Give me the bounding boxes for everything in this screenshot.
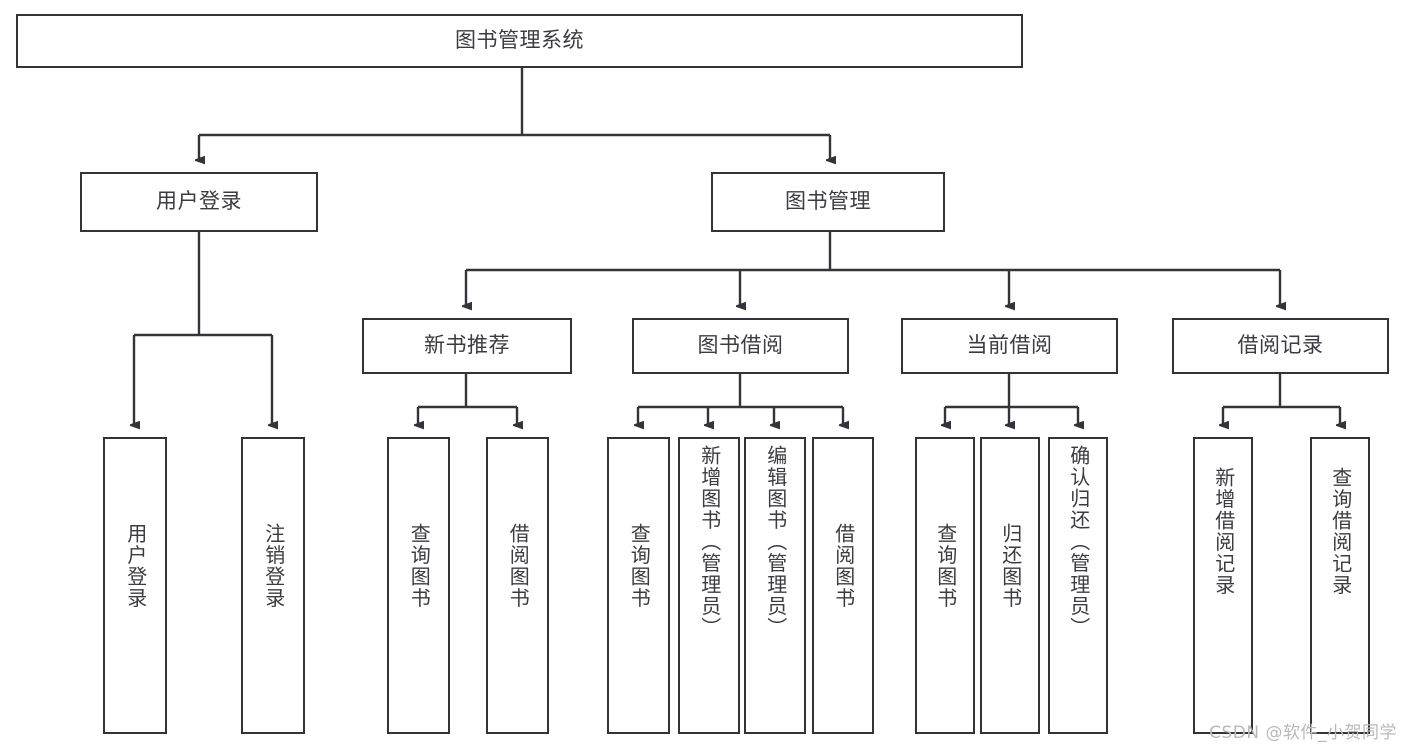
watermark: CSDN @软件_小贺同学: [1209, 723, 1397, 743]
leaf-add-book-admin[interactable]: 新增图书（管理员）: [678, 437, 740, 734]
leaf-query-book-current-label: 查询图书: [933, 523, 958, 609]
node-book-borrow-label: 图书借阅: [697, 333, 784, 358]
leaf-borrow-book-label: 借阅图书: [831, 523, 856, 609]
leaf-query-book-current[interactable]: 查询图书: [915, 437, 975, 734]
node-book-borrow[interactable]: 图书借阅: [632, 318, 849, 374]
leaf-edit-book-admin[interactable]: 编辑图书（管理员）: [744, 437, 806, 734]
leaf-logout[interactable]: 注销登录: [241, 437, 305, 734]
node-new-book-recommend[interactable]: 新书推荐: [362, 318, 572, 374]
leaf-borrow-book-recommend-label: 借阅图书: [506, 523, 531, 609]
leaf-query-book-recommend[interactable]: 查询图书: [387, 437, 450, 734]
leaf-return-book-label: 归还图书: [998, 523, 1023, 609]
node-user-login-label: 用户登录: [156, 189, 242, 214]
node-new-book-recommend-label: 新书推荐: [424, 333, 510, 358]
node-borrow-records-label: 借阅记录: [1237, 333, 1324, 358]
leaf-add-borrow-record-label: 新增借阅记录: [1211, 467, 1236, 596]
leaf-edit-book-admin-label: 编辑图书（管理员）: [763, 445, 788, 639]
leaf-confirm-return-admin-label: 确认归还（管理员）: [1066, 445, 1091, 639]
node-root[interactable]: 图书管理系统: [16, 14, 1023, 68]
leaf-confirm-return-admin[interactable]: 确认归还（管理员）: [1048, 437, 1108, 734]
leaf-borrow-book[interactable]: 借阅图书: [812, 437, 874, 734]
leaf-query-borrow-record-label: 查询借阅记录: [1328, 467, 1353, 596]
node-current-borrow-label: 当前借阅: [966, 333, 1053, 358]
leaf-user-login-label: 用户登录: [123, 523, 148, 609]
leaf-query-borrow-record[interactable]: 查询借阅记录: [1310, 437, 1370, 734]
node-user-login[interactable]: 用户登录: [80, 172, 318, 232]
leaf-return-book[interactable]: 归还图书: [980, 437, 1040, 734]
leaf-query-book-borrow[interactable]: 查询图书: [607, 437, 670, 734]
node-current-borrow[interactable]: 当前借阅: [901, 318, 1118, 374]
leaf-add-borrow-record[interactable]: 新增借阅记录: [1193, 437, 1253, 734]
leaf-user-login[interactable]: 用户登录: [103, 437, 167, 734]
node-root-label: 图书管理系统: [455, 28, 584, 53]
leaf-query-book-recommend-label: 查询图书: [407, 523, 432, 609]
leaf-borrow-book-recommend[interactable]: 借阅图书: [486, 437, 549, 734]
leaf-logout-label: 注销登录: [261, 523, 286, 609]
leaf-add-book-admin-label: 新增图书（管理员）: [697, 445, 722, 639]
leaf-query-book-borrow-label: 查询图书: [627, 523, 652, 609]
node-book-management-label: 图书管理: [785, 189, 871, 214]
node-borrow-records[interactable]: 借阅记录: [1172, 318, 1389, 374]
node-book-management[interactable]: 图书管理: [711, 172, 945, 232]
